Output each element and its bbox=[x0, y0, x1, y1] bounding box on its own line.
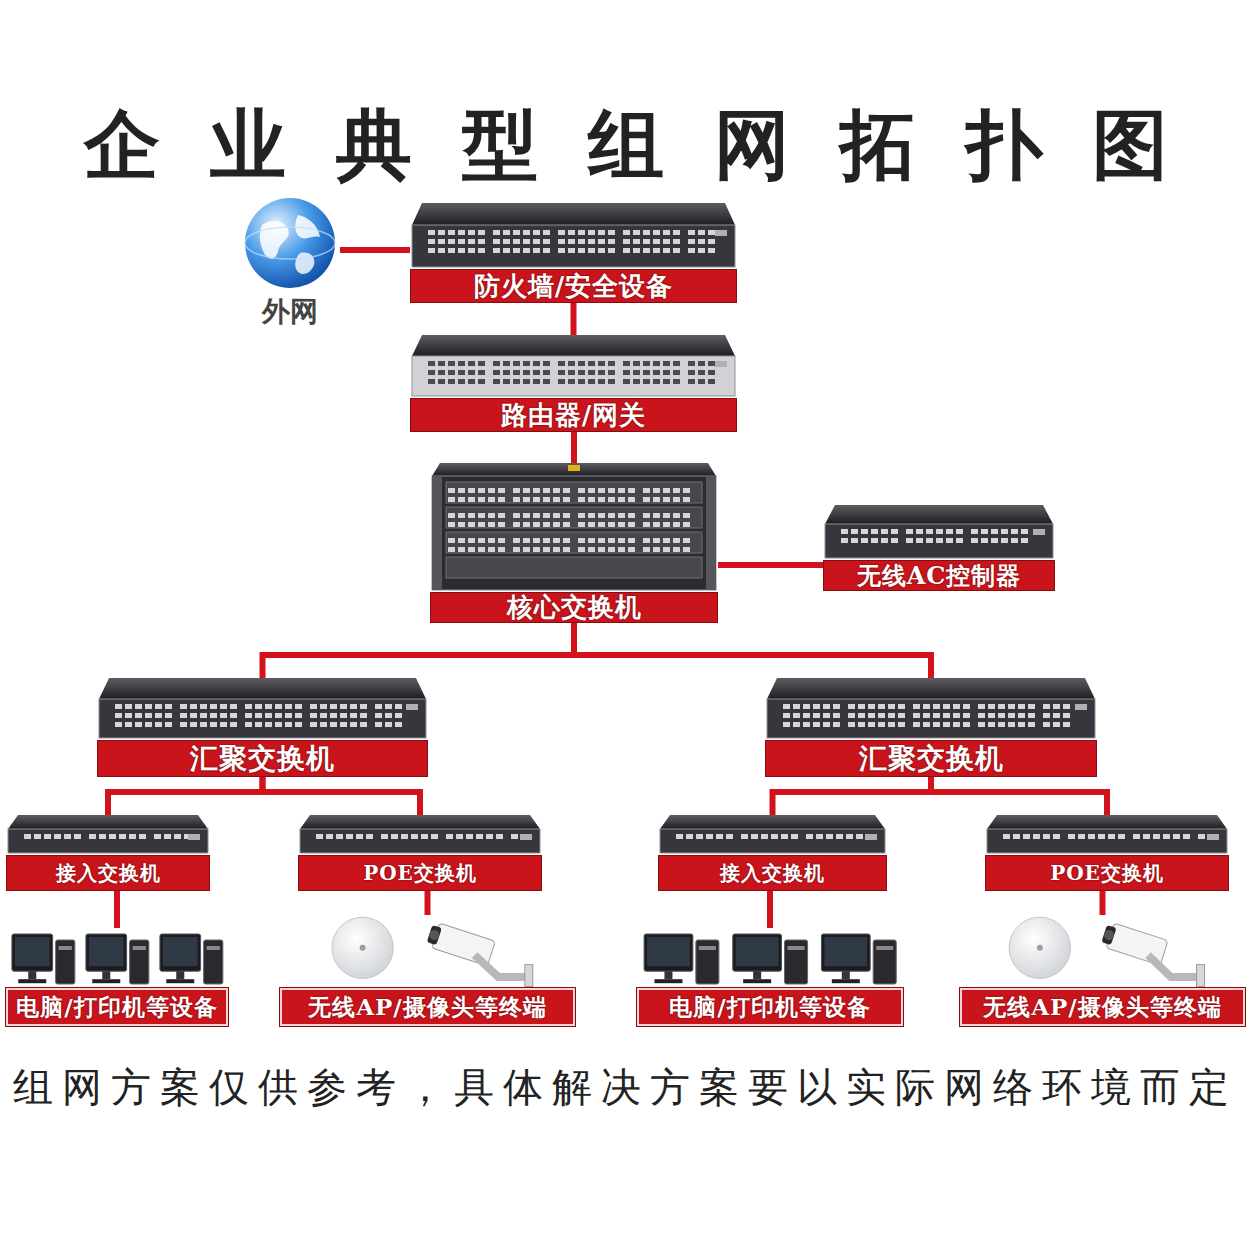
node-label: POE交换机 bbox=[1050, 860, 1164, 887]
device-picture bbox=[6, 815, 210, 855]
label-band: 电脑/打印机等设备 bbox=[637, 988, 903, 1026]
device-picture bbox=[280, 915, 575, 988]
device-picture bbox=[298, 815, 542, 855]
label-band: 核心交换机 bbox=[430, 592, 718, 623]
label-band: 防火墙/安全设备 bbox=[410, 269, 737, 303]
node-label: 防火墙/安全设备 bbox=[474, 269, 674, 304]
device-box: 防火墙/安全设备 bbox=[410, 203, 737, 303]
device-box: 无线AP/摄像头等终端 bbox=[960, 915, 1245, 1026]
device-picture bbox=[97, 678, 428, 740]
label-band: 无线AC控制器 bbox=[823, 560, 1055, 591]
label-band: 接入交换机 bbox=[6, 855, 210, 891]
globe-icon bbox=[240, 195, 340, 291]
label-band: 汇聚交换机 bbox=[765, 740, 1097, 777]
diagram-title: 企业典型组网拓扑图 bbox=[84, 100, 1218, 189]
caption-row: 组网方案仅供参考，具体解决方案要以实际网络环境而定 bbox=[0, 1060, 1251, 1115]
device-picture bbox=[637, 928, 903, 988]
device-picture bbox=[410, 335, 737, 398]
device-box: 无线AP/摄像头等终端 bbox=[280, 915, 575, 1026]
device-box: 汇聚交换机 bbox=[97, 678, 428, 777]
label-band: 汇聚交换机 bbox=[97, 740, 428, 777]
label-band: 无线AP/摄像头等终端 bbox=[280, 988, 575, 1026]
node-label: 无线AP/摄像头等终端 bbox=[308, 992, 547, 1023]
network-link bbox=[773, 777, 932, 815]
network-link bbox=[425, 891, 431, 915]
node-label: 电脑/打印机等设备 bbox=[16, 992, 217, 1023]
internet-globe: 外网 bbox=[240, 195, 340, 329]
globe-caption: 外网 bbox=[240, 293, 340, 331]
node-label: 外网 bbox=[262, 295, 318, 328]
title-row: 企业典型组网拓扑图 bbox=[0, 95, 1251, 198]
network-link bbox=[340, 247, 410, 253]
device-picture bbox=[430, 463, 718, 592]
device-picture bbox=[765, 678, 1097, 740]
label-band: POE交换机 bbox=[985, 855, 1229, 891]
device-picture bbox=[823, 505, 1055, 560]
network-link bbox=[931, 777, 1107, 815]
node-label: 无线AC控制器 bbox=[857, 560, 1022, 592]
device-box: 汇聚交换机 bbox=[765, 678, 1097, 777]
network-link bbox=[108, 777, 263, 815]
device-box: 电脑/打印机等设备 bbox=[6, 928, 228, 1026]
device-box: 接入交换机 bbox=[658, 815, 887, 891]
network-link bbox=[571, 432, 577, 463]
device-picture bbox=[6, 928, 228, 988]
node-label: 汇聚交换机 bbox=[190, 740, 335, 778]
device-box: POE交换机 bbox=[298, 815, 542, 891]
node-label: 核心交换机 bbox=[507, 590, 642, 625]
device-picture bbox=[960, 915, 1245, 988]
node-label: 路由器/网关 bbox=[501, 398, 647, 433]
node-label: 接入交换机 bbox=[56, 860, 161, 887]
diagram-caption: 组网方案仅供参考，具体解决方案要以实际网络环境而定 bbox=[13, 1064, 1238, 1110]
device-box: 接入交换机 bbox=[6, 815, 210, 891]
node-label: POE交换机 bbox=[363, 860, 477, 887]
label-band: 路由器/网关 bbox=[410, 398, 737, 432]
device-box: 核心交换机 bbox=[430, 463, 718, 623]
label-band: 接入交换机 bbox=[658, 855, 887, 891]
node-label: 电脑/打印机等设备 bbox=[669, 992, 870, 1023]
device-picture bbox=[658, 815, 887, 855]
device-box: 路由器/网关 bbox=[410, 335, 737, 432]
label-band: POE交换机 bbox=[298, 855, 542, 891]
device-box: POE交换机 bbox=[985, 815, 1229, 891]
node-label: 接入交换机 bbox=[720, 860, 825, 887]
network-link bbox=[767, 891, 773, 928]
network-link bbox=[263, 623, 575, 678]
network-link bbox=[571, 303, 577, 335]
network-link bbox=[1100, 891, 1106, 915]
label-band: 电脑/打印机等设备 bbox=[6, 988, 228, 1026]
network-link bbox=[574, 623, 931, 678]
node-label: 无线AP/摄像头等终端 bbox=[983, 992, 1222, 1023]
network-link bbox=[718, 562, 823, 568]
label-band: 无线AP/摄像头等终端 bbox=[960, 988, 1245, 1026]
device-picture bbox=[985, 815, 1229, 855]
network-link bbox=[114, 891, 120, 928]
device-box: 电脑/打印机等设备 bbox=[637, 928, 903, 1026]
network-link bbox=[263, 777, 421, 815]
device-box: 无线AC控制器 bbox=[823, 505, 1055, 591]
device-picture bbox=[410, 203, 737, 269]
node-label: 汇聚交换机 bbox=[859, 740, 1004, 778]
